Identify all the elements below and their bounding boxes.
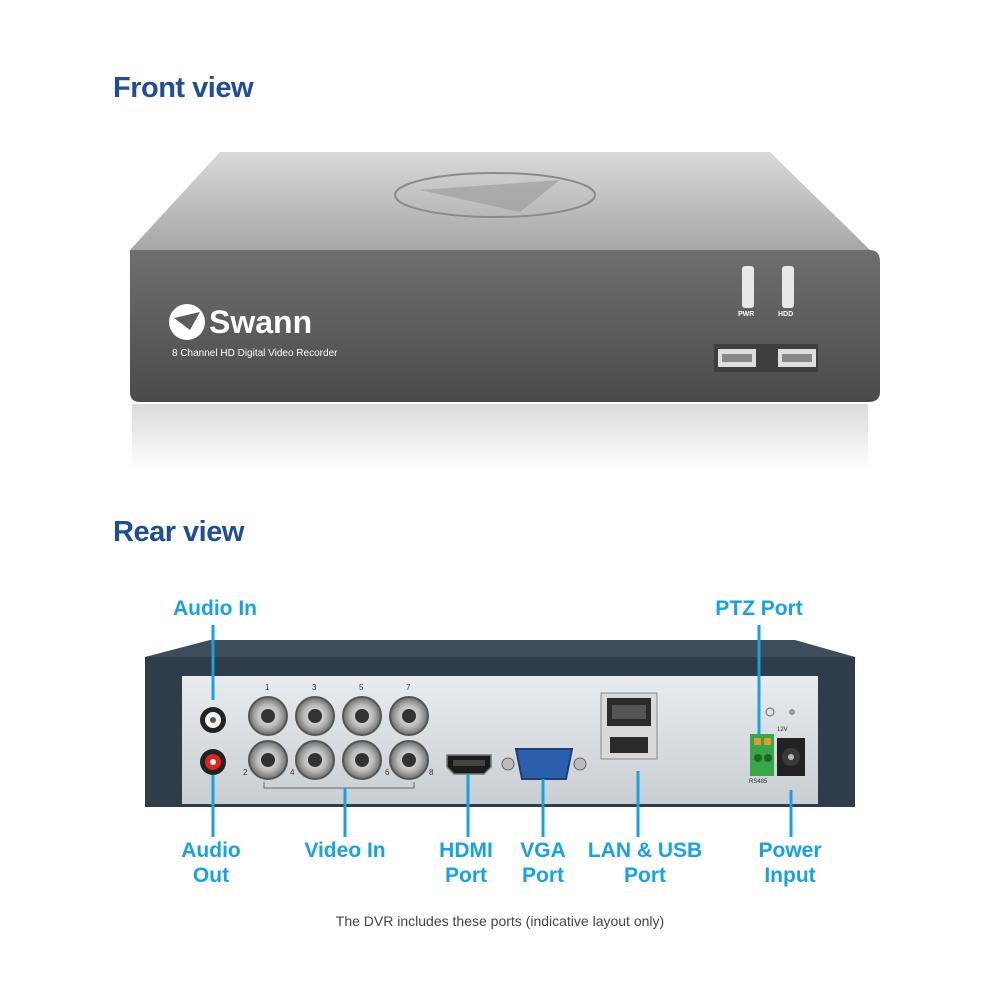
front-reflection <box>132 404 868 472</box>
swann-brand-text: Swann <box>209 304 313 340</box>
callout-power-line1: Power <box>758 839 822 862</box>
callout-hdmi-port: HDMI Port <box>386 838 546 888</box>
top-logo-emboss <box>394 172 596 218</box>
channel-number: 2 <box>243 768 248 777</box>
callout-lan-line2: Port <box>624 864 666 887</box>
hdmi-port <box>446 754 492 775</box>
channel-number: 1 <box>265 683 270 692</box>
hdd-led <box>782 266 794 308</box>
channel-number: 7 <box>406 683 411 692</box>
ptz-terminal <box>750 707 795 776</box>
callout-hdmi-line2: Port <box>445 864 487 887</box>
channel-number: 6 <box>385 768 390 777</box>
rs485-label: RS485 <box>749 779 768 785</box>
bnc-connectors <box>248 696 429 789</box>
front-usb-ports <box>714 344 818 372</box>
callout-audio-in: Audio In <box>173 597 257 620</box>
callout-hdmi-line1: HDMI <box>439 839 493 862</box>
audio-in-jack <box>200 707 226 733</box>
rear-heading: Rear view <box>113 516 244 548</box>
callout-video-in: Video In <box>304 839 386 862</box>
callout-audio-out-line2: Out <box>192 864 230 887</box>
callout-lan-line1: LAN & USB <box>587 839 703 862</box>
callout-audio-out: Audio Out <box>131 838 291 888</box>
power-jack <box>777 738 805 776</box>
hdd-led-label: HDD <box>778 311 794 318</box>
channel-number: 4 <box>290 768 295 777</box>
lan-usb-port <box>600 692 658 760</box>
vga-port <box>501 748 587 780</box>
callout-vga-port: VGA Port <box>463 838 623 888</box>
callout-audio-out-line1: Audio <box>181 839 241 862</box>
callout-lan-usb-port: LAN & USB Port <box>565 838 725 888</box>
front-heading: Front view <box>113 72 254 104</box>
model-text: 8 Channel HD Digital Video Recorder <box>172 348 338 359</box>
audio-out-jack <box>200 749 226 775</box>
channel-number: 8 <box>429 768 434 777</box>
callout-ptz-port: PTZ Port <box>715 597 803 620</box>
callout-vga-line1: VGA <box>520 839 566 862</box>
callout-lines <box>211 625 793 837</box>
callout-power-input: Power Input <box>710 838 870 888</box>
rear-dvr <box>145 640 855 807</box>
callout-power-line2: Input <box>764 864 816 887</box>
channel-number: 5 <box>359 683 364 692</box>
front-dvr <box>130 152 880 472</box>
callout-vga-line2: Port <box>522 864 564 887</box>
pwr-led <box>742 266 754 308</box>
footer-caption: The DVR includes these ports (indicative… <box>335 913 665 929</box>
pwr-led-label: PWR <box>738 311 755 318</box>
rear-panel <box>182 676 818 804</box>
12v-label: 12V <box>777 727 788 733</box>
channel-number: 3 <box>312 683 317 692</box>
